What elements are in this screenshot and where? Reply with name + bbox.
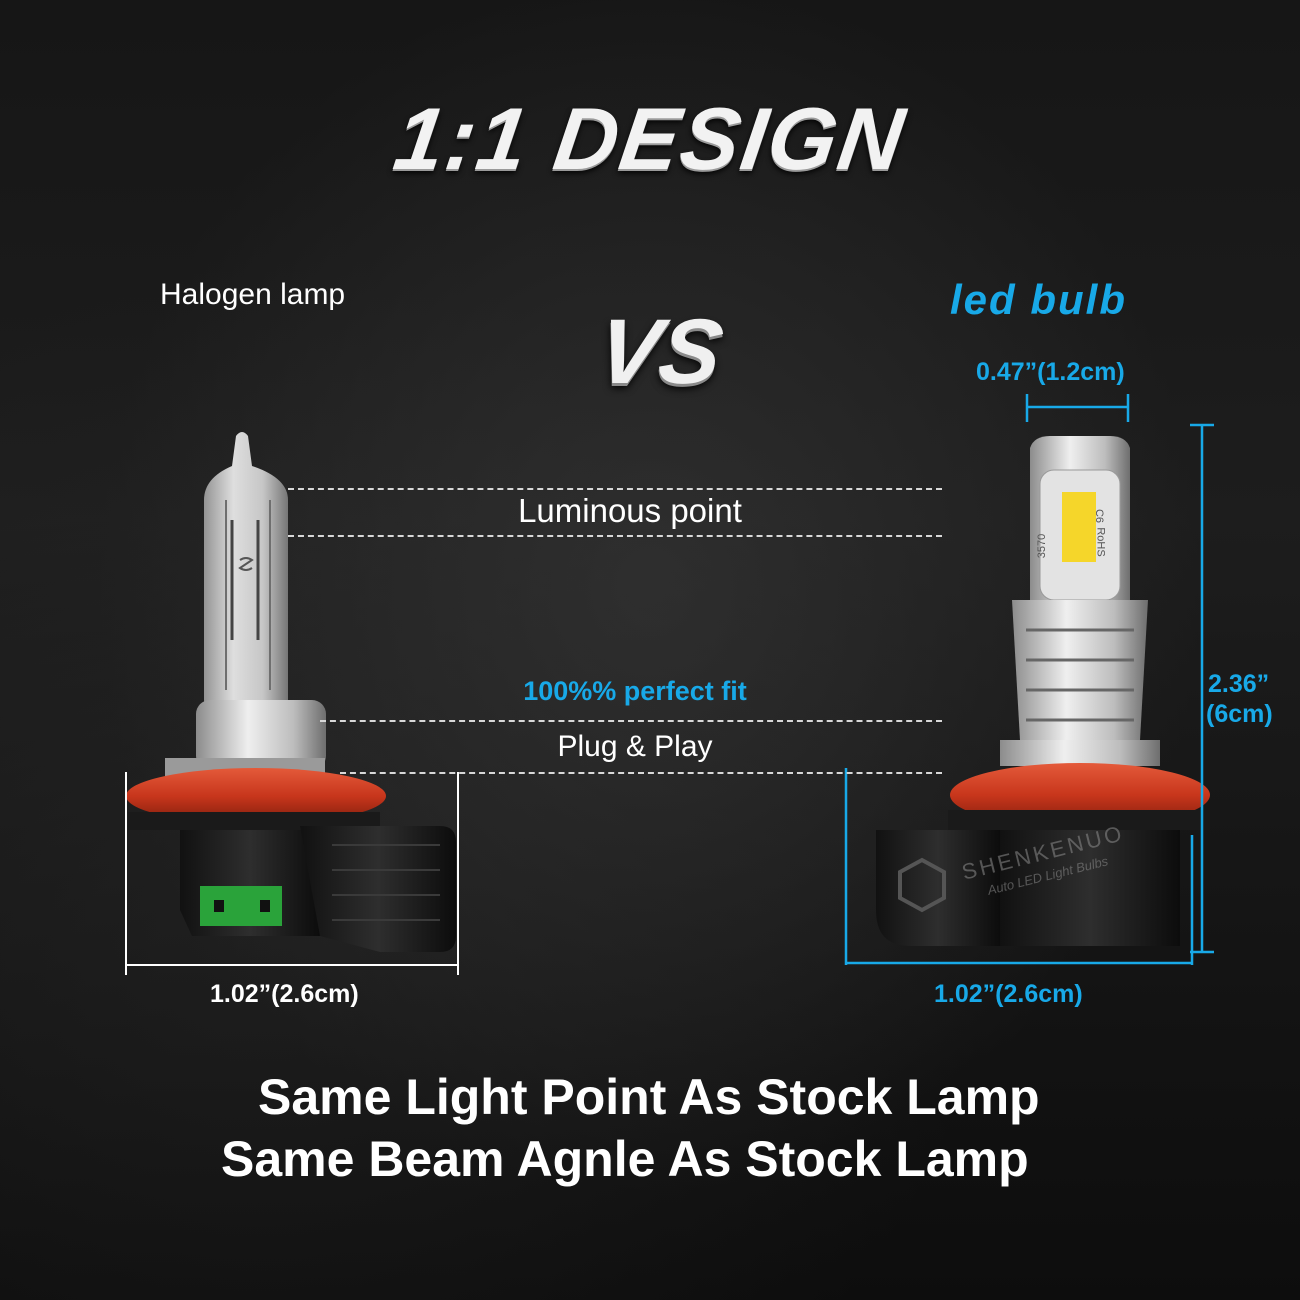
led-width-label: 1.02”(2.6cm) (934, 980, 1083, 1008)
footer-line-2: Same Beam Agnle As Stock Lamp (221, 1131, 1029, 1187)
led-label: led bulb (950, 276, 1127, 323)
led-height-dimension (1190, 423, 1214, 954)
plug-play-label: Plug & Play (557, 730, 713, 763)
halogen-width-label: 1.02”(2.6cm) (210, 980, 359, 1008)
led-top-dimension (1025, 394, 1130, 422)
fit-bottom-guide (340, 772, 942, 774)
halogen-width-dimension (125, 772, 459, 975)
led-chip-text-3: RoHS (1094, 527, 1107, 557)
page-title: 1:1 DESIGN (388, 89, 912, 188)
perfect-fit-label: 100%% perfect fit (523, 676, 747, 706)
luminous-point-label: Luminous point (518, 492, 742, 529)
led-bulb (876, 436, 1210, 946)
led-width-dimension (844, 768, 1194, 965)
fit-top-guide (320, 720, 942, 722)
halogen-bulb (126, 432, 456, 952)
led-top-dimension-label: 0.47”(1.2cm) (976, 358, 1125, 386)
luminous-top-guide (288, 488, 942, 490)
led-height-dimension-metric: (6cm) (1206, 700, 1273, 728)
luminous-bottom-guide (288, 535, 942, 537)
vs-label: VS (591, 301, 729, 403)
footer-line-1: Same Light Point As Stock Lamp (258, 1069, 1040, 1125)
halogen-label: Halogen lamp (160, 278, 346, 311)
led-chip-text-1: 3570 (1036, 533, 1049, 559)
led-chip-text-2: C6 (1093, 508, 1106, 524)
led-height-dimension-label: 2.36” (1208, 670, 1270, 698)
